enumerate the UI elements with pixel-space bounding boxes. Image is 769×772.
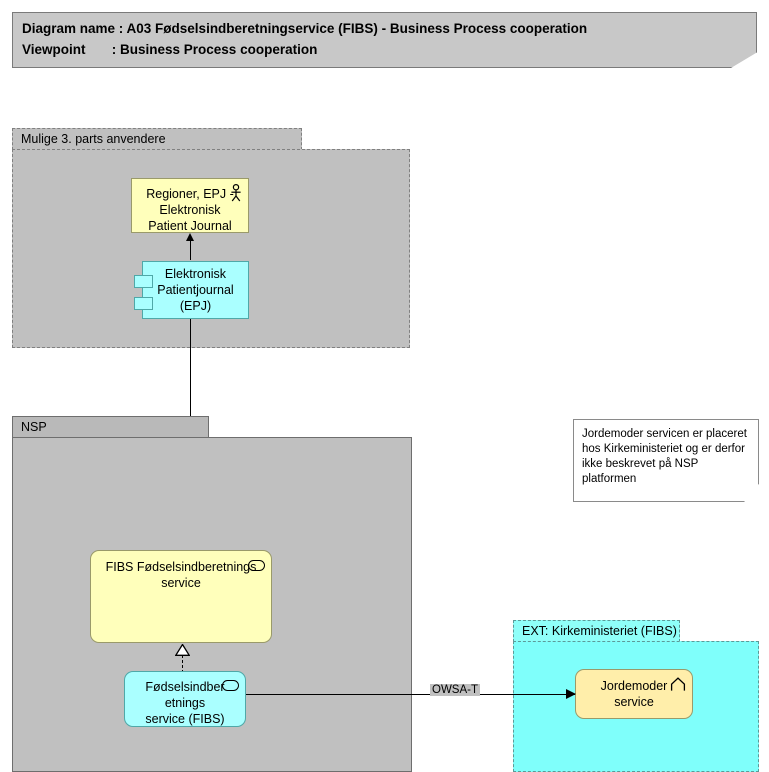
component-tab-upper-icon — [134, 275, 153, 288]
node-fibs-service[interactable]: FIBS Fødselsindberetnings service — [90, 550, 272, 643]
node-regioner-epj[interactable]: Regioner, EPJ - Elektronisk Patient Jour… — [131, 178, 249, 233]
connector-realization-arrowhead — [174, 643, 191, 656]
node-fibs-component-service[interactable]: Fødselsindber etnings service (FIBS) — [124, 671, 246, 727]
package-third-party-tab: Mulige 3. parts anvendere — [12, 128, 302, 150]
node-regioner-epj-label: Regioner, EPJ - Elektronisk Patient Jour… — [146, 187, 234, 233]
diagram-header-box: Diagram name : A03 Fødselsindberetningse… — [12, 12, 757, 68]
connector-owsa-arrowhead — [566, 689, 576, 699]
service-oval-icon — [222, 680, 239, 691]
node-fibs-service-label: FIBS Fødselsindberetnings service — [105, 560, 257, 590]
actor-icon — [229, 184, 243, 202]
node-jordemoder-service-label: Jordemoder service — [600, 679, 668, 709]
node-epj-component-label: Elektronisk Patientjournal (EPJ) — [157, 267, 234, 313]
connector-epj-to-actor-line — [190, 238, 191, 260]
connector-epj-to-actor-arrowhead — [186, 233, 194, 241]
connector-owsa-label: OWSA-T — [430, 684, 480, 696]
package-nsp-tab: NSP — [12, 416, 209, 438]
service-oval-icon — [248, 560, 265, 571]
note-box-text: Jordemoder servicen er placeret hos Kirk… — [582, 428, 747, 485]
node-epj-component[interactable]: Elektronisk Patientjournal (EPJ) — [134, 261, 249, 319]
package-ext-tab: EXT: Kirkeministeriet (FIBS) — [513, 620, 680, 642]
node-jordemoder-service[interactable]: Jordemoder service — [575, 669, 693, 719]
connector-owsa-line — [246, 694, 575, 695]
chevron-process-icon — [670, 677, 686, 692]
diagram-header-text: Diagram name : A03 Fødselsindberetningse… — [22, 18, 752, 60]
note-box: Jordemoder servicen er placeret hos Kirk… — [573, 419, 759, 502]
component-tab-lower-icon — [134, 297, 153, 310]
diagram-viewpoint-line: Viewpoint : Business Process cooperation — [22, 42, 318, 57]
connector-realization-line — [182, 655, 183, 673]
diagram-name-line: Diagram name : A03 Fødselsindberetningse… — [22, 21, 588, 36]
node-fibs-component-service-label: Fødselsindber etnings service (FIBS) — [145, 680, 225, 726]
